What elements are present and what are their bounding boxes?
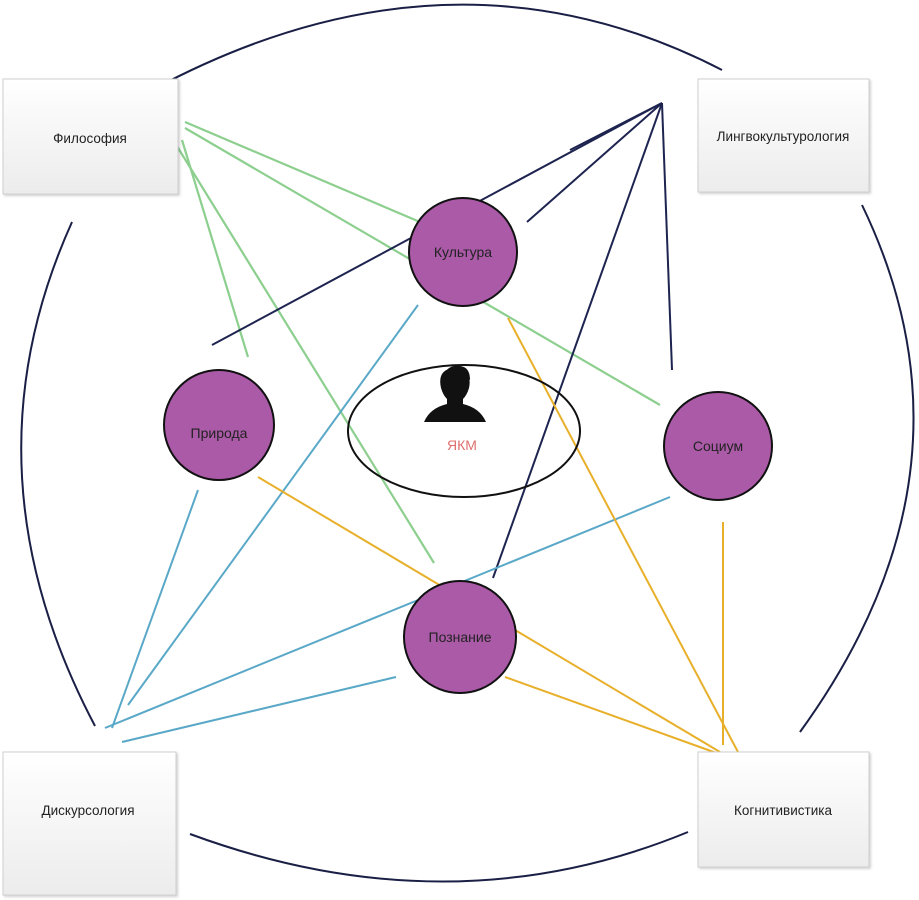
cognitivistics-label: Когнитивистика [734, 803, 832, 818]
link-philosophy-culture [184, 120, 421, 224]
arc-left [20, 221, 96, 727]
nature-circle [163, 369, 275, 481]
box-discoursology: Дискурсология [2, 751, 177, 896]
arc-top [151, 3, 723, 91]
link-cognitivistics-culture [507, 317, 739, 753]
link-linguo-culture [526, 102, 663, 223]
center-label: ЯКМ [447, 437, 477, 453]
concept-nature: Природа [163, 369, 275, 481]
link-discourse-society [104, 496, 671, 729]
teal-links [104, 304, 671, 743]
outer-ring [20, 3, 915, 883]
link-linguo-cognition [492, 102, 663, 579]
center-ellipse [347, 364, 581, 498]
box-linguoculturology: Лингвокультурология [697, 78, 870, 193]
arc-bottom [189, 831, 689, 883]
cognitivistics-box [697, 751, 870, 868]
concept-culture: Культура [408, 197, 518, 307]
link-linguo-center [569, 102, 663, 151]
navy-links [211, 102, 673, 579]
society-label: Социум [693, 438, 743, 454]
arc-right [799, 204, 915, 733]
concept-cognition: Познание [403, 580, 517, 694]
discoursology-box [2, 751, 177, 896]
link-linguo-society [661, 102, 673, 371]
philosophy-box [2, 78, 179, 195]
box-cognitivistics: Когнитивистика [697, 751, 870, 868]
box-philosophy: Философия [2, 78, 179, 195]
link-philosophy-cognition [174, 142, 435, 564]
green-links [174, 120, 661, 564]
cognition-circle [403, 580, 517, 694]
link-discourse-cognition [121, 676, 397, 743]
philosophy-label: Философия [53, 131, 127, 146]
culture-circle [408, 197, 518, 307]
nature-label: Природа [191, 425, 248, 441]
linguoculturology-box [697, 78, 870, 193]
link-discourse-culture [127, 304, 419, 706]
linguoculturology-label: Лингвокультурология [717, 129, 850, 144]
cognition-label: Познание [429, 629, 492, 645]
culture-label: Культура [434, 244, 492, 260]
concept-society: Социум [663, 391, 773, 501]
person-icon [424, 365, 486, 422]
link-discourse-nature [111, 489, 199, 729]
center-node: ЯКМ [347, 364, 581, 498]
orange-links [257, 317, 739, 756]
link-philosophy-nature [180, 139, 250, 358]
link-cognitivistics-cognition [504, 676, 723, 756]
society-circle [663, 391, 773, 501]
discoursology-label: Дискурсология [41, 803, 134, 818]
